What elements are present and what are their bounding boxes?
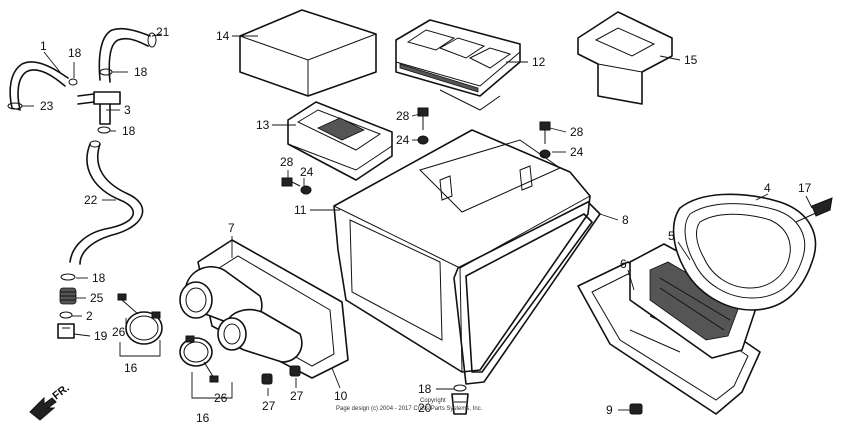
label-part-7: 7 — [228, 221, 235, 235]
label-part-19: 19 — [94, 329, 108, 343]
element-14 — [239, 9, 377, 97]
nut-27a — [261, 373, 273, 385]
label-part-10: 10 — [334, 389, 348, 403]
drain-plug-20 — [451, 393, 469, 415]
bolt-28c — [281, 177, 301, 187]
duct-7 — [179, 239, 349, 379]
screw-26b — [203, 361, 219, 383]
label-part-28: 28 — [570, 125, 584, 139]
clip-18d — [60, 273, 76, 281]
cleaner-cover-4 — [672, 193, 817, 311]
label-part-18: 18 — [92, 271, 106, 285]
plug-25 — [59, 287, 77, 305]
bolt-28a — [417, 107, 429, 130]
label-part-28: 28 — [396, 109, 410, 123]
label-part-28: 28 — [280, 155, 294, 169]
label-part-13: 13 — [256, 118, 270, 132]
tray-13 — [287, 101, 393, 181]
label-part-21: 21 — [156, 25, 170, 39]
grommet-24b — [539, 149, 551, 159]
case-11 — [333, 129, 591, 373]
label-part-3: 3 — [124, 103, 131, 117]
label-part-14: 14 — [216, 29, 230, 43]
front-arrow-icon: FR. — [29, 382, 72, 421]
label-part-24: 24 — [396, 133, 410, 147]
label-part-27: 27 — [262, 399, 276, 413]
cover-15 — [577, 11, 673, 105]
clip-18e — [453, 384, 467, 392]
wing-screw-17 — [795, 197, 833, 223]
label-part-6: 6 — [620, 257, 627, 271]
label-part-25: 25 — [90, 291, 104, 305]
label-part-1: 1 — [40, 39, 47, 53]
label-part-18: 18 — [122, 124, 136, 138]
cap-19 — [57, 323, 75, 339]
label-part-24: 24 — [570, 145, 584, 159]
label-part-23: 23 — [40, 99, 54, 113]
clip-18c — [97, 126, 111, 134]
label-part-26: 26 — [112, 325, 126, 339]
label-part-20: 20 — [418, 401, 432, 415]
holder-12 — [395, 19, 521, 111]
tee-joint-3 — [77, 91, 121, 125]
clip-2 — [59, 311, 73, 319]
cap-9 — [629, 403, 643, 415]
label-part-9: 9 — [606, 403, 613, 417]
label-part-2: 2 — [86, 309, 93, 323]
clamp-16b — [179, 335, 213, 367]
label-part-5: 5 — [668, 229, 675, 243]
label-part-12: 12 — [532, 55, 546, 69]
label-part-4: 4 — [764, 181, 771, 195]
label-part-22: 22 — [84, 193, 98, 207]
hose-22 — [69, 140, 144, 265]
label-part-18: 18 — [134, 65, 148, 79]
filter-element-5 — [629, 243, 761, 359]
grommet-24a — [417, 135, 429, 145]
label-part-26: 26 — [214, 391, 228, 405]
label-part-18: 18 — [68, 46, 82, 60]
clamp-16a — [125, 311, 163, 345]
clip-18a — [68, 78, 78, 86]
label-part-16: 16 — [124, 361, 138, 375]
label-part-18: 18 — [418, 382, 432, 396]
screw-26a — [117, 293, 139, 315]
copyright-line-1: Copyright — [420, 398, 446, 404]
clip-18b — [99, 68, 113, 76]
bolt-28b — [539, 121, 551, 144]
label-part-8: 8 — [622, 213, 629, 227]
label-part-27: 27 — [290, 389, 304, 403]
hose-21 — [98, 27, 157, 83]
label-part-11: 11 — [294, 203, 307, 217]
label-part-17: 17 — [798, 181, 812, 195]
gasket-8 — [453, 201, 601, 385]
grommet-24c — [300, 185, 312, 195]
label-part-15: 15 — [684, 53, 698, 67]
leader-lines — [22, 33, 813, 411]
label-part-24: 24 — [300, 165, 314, 179]
copyright-line-2: Page design (c) 2004 - 2017 Cross Parts … — [336, 406, 483, 412]
nut-27b — [289, 365, 301, 377]
label-part-16: 16 — [196, 411, 210, 425]
